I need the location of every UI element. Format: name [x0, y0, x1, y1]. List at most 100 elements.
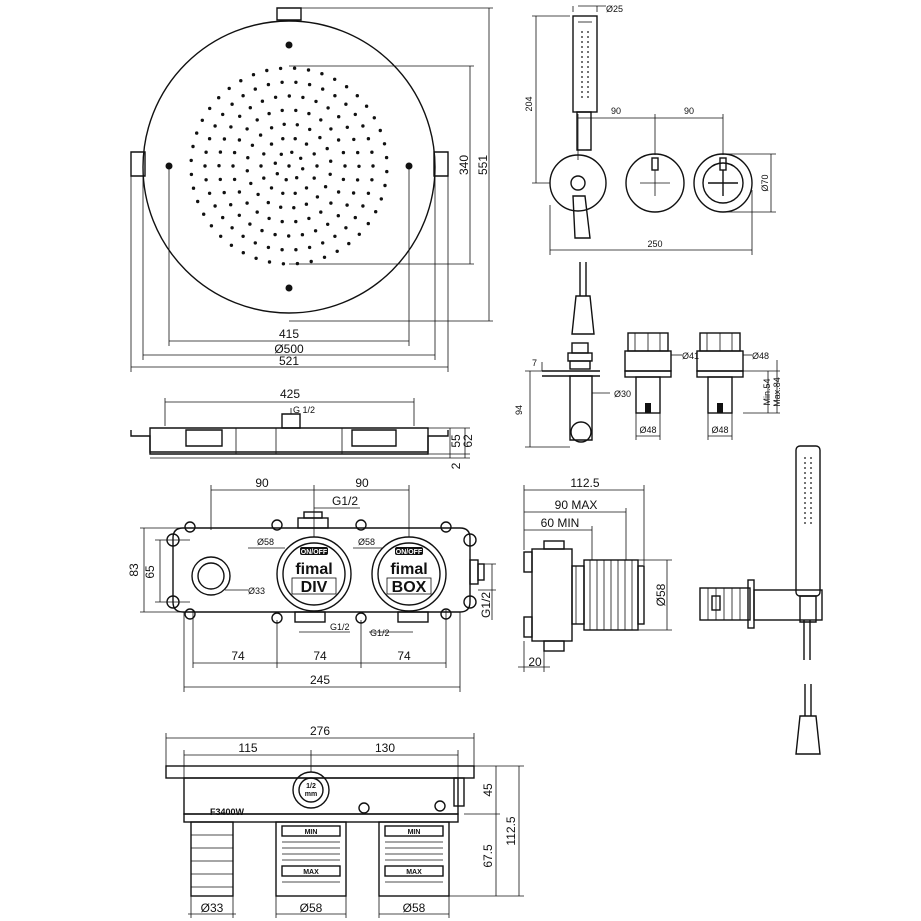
nozzle-dot [371, 164, 375, 168]
nozzle-dot [246, 156, 250, 160]
nozzle-dot [355, 178, 360, 182]
hand-shower-dot [804, 502, 806, 504]
dim-g12-br: G1/2 [370, 628, 390, 638]
nozzle-dot [231, 164, 235, 168]
dim-box-90-b: 90 [355, 476, 369, 490]
handshower-dot [581, 76, 583, 78]
nozzle-dot [385, 169, 389, 174]
nozzle-dot [217, 96, 221, 100]
nozzle-dot [222, 137, 227, 141]
nozzle-dot [284, 178, 288, 182]
hand-shower-dot [804, 457, 806, 459]
nozzle-dot [292, 206, 296, 210]
nozzle-dot [218, 150, 223, 154]
nozzle-dot [196, 199, 200, 204]
nozzle-dot [237, 190, 242, 194]
nozzle-dot [382, 142, 387, 146]
handshower-dot [587, 86, 589, 88]
dim-245: 245 [310, 673, 330, 687]
dim-g12-top: G1/2 [332, 494, 358, 508]
nozzle-dot [312, 152, 316, 156]
nozzle-dot [260, 99, 265, 103]
dim-130: 130 [375, 741, 395, 755]
hand-shower-dots [804, 457, 812, 524]
nozzle-dot [245, 201, 249, 205]
dim-box-side-1125: 112.5 [570, 476, 599, 490]
controls-side-view: 94 7 Ø30 Ø41 Ø48 Ø48 Ø48 Min.54 Max.84 [514, 332, 782, 448]
handshower-dot [581, 71, 583, 73]
label-max-2: MAX [406, 869, 422, 876]
nozzle-dot [269, 142, 274, 146]
nozzle-dot [315, 195, 320, 199]
nozzle-dot [353, 215, 357, 220]
nozzle-dot [250, 143, 255, 147]
nozzle-dot [307, 245, 312, 250]
dim-65: 65 [143, 565, 157, 579]
nozzle-dot [278, 66, 283, 71]
nozzle-dot [207, 137, 212, 141]
nozzle-dot [241, 94, 245, 98]
hand-shower-dot [804, 512, 806, 514]
nozzle-dot [229, 243, 234, 247]
nozzle-dot [312, 176, 316, 180]
nozzle-dot [191, 144, 195, 149]
nozzle-dot [255, 118, 259, 122]
hand-shower-dot [810, 457, 812, 459]
nozzle-dot [219, 234, 223, 238]
nozzle-dot [292, 66, 297, 70]
nozzle-dot [352, 137, 356, 142]
hand-shower-dot [804, 482, 806, 484]
nozzle-dot [364, 104, 369, 108]
shower-head-nozzles [189, 66, 389, 266]
nozzle-dot [336, 190, 341, 194]
handshower-dot [581, 56, 583, 58]
nozzle-dot [217, 164, 221, 168]
nozzle-dot [372, 116, 376, 120]
nozzle-dot [295, 123, 299, 127]
nozzle-dot [241, 251, 245, 255]
nozzle-dot [209, 224, 214, 228]
nozzle-dot [266, 200, 270, 205]
nozzle-dot [379, 197, 383, 201]
hand-shower-dot [810, 462, 812, 464]
nozzle-dot [241, 234, 245, 238]
hand-shower-dot [804, 492, 806, 494]
nozzle-dot [343, 164, 347, 168]
dim-90-b: 90 [684, 106, 694, 116]
hand-shower-dot [804, 467, 806, 469]
nozzle-dot [370, 150, 374, 154]
nozzle-dot [281, 137, 285, 141]
nozzle-dot [237, 213, 241, 217]
nozzle-dot [322, 255, 327, 259]
handshower-dot [581, 41, 583, 43]
controls-front-view: Ø25 204 90 90 Ø70 250 [524, 4, 776, 335]
nozzle-dot [245, 127, 249, 131]
dim-d25: Ø25 [606, 4, 623, 14]
dim-94: 94 [514, 405, 524, 415]
nozzle-dot [287, 234, 291, 238]
nozzle-dot [229, 203, 233, 207]
handshower-dot [581, 91, 583, 93]
nozzle-dot [366, 191, 371, 195]
dim-74-b: 74 [313, 649, 327, 663]
hand-shower-dot [810, 522, 812, 524]
dim-min54: Min.54 [762, 378, 772, 405]
nozzle-dot [255, 210, 259, 214]
nozzle-dot [345, 125, 349, 129]
nozzle-dot [329, 201, 333, 205]
nozzle-dot [329, 159, 333, 163]
nozzle-dot [267, 111, 271, 116]
dim-415: 415 [279, 327, 299, 341]
nozzle-dot [294, 219, 298, 224]
nozzle-dot [258, 133, 263, 137]
nozzle-dot [306, 68, 311, 72]
nozzle-dot [203, 164, 207, 168]
shower-head-front-view: 415 Ø500 521 340 551 [130, 7, 493, 372]
dim-max84: Max.84 [772, 377, 782, 407]
hand-shower-dot [804, 497, 806, 499]
nozzle-dot [295, 176, 299, 180]
nozzle-dot [189, 172, 194, 177]
dim-7: 7 [532, 358, 537, 368]
nozzle-dot [294, 248, 298, 252]
